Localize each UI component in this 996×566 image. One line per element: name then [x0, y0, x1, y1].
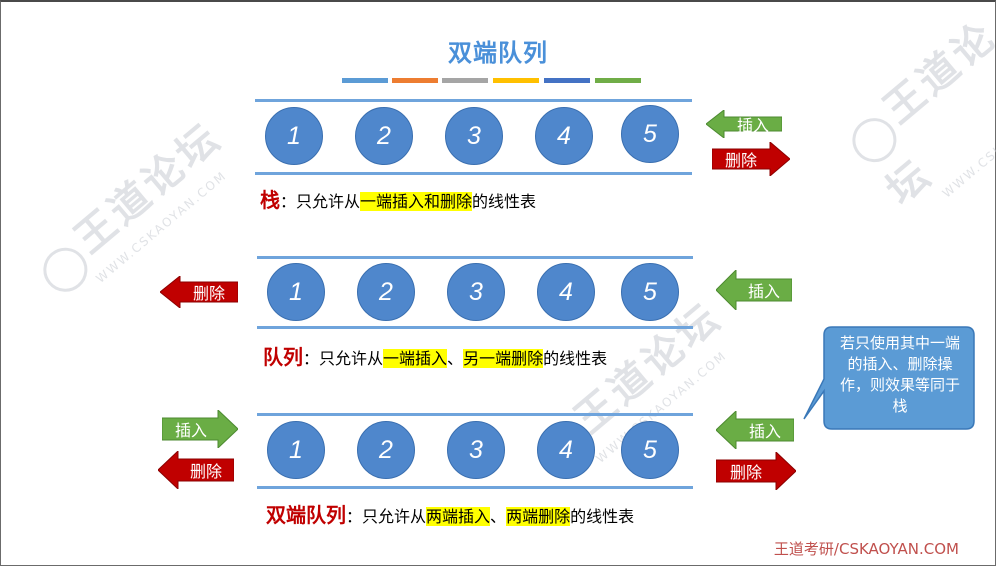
deque-left-delete-arrow: 删除	[158, 451, 234, 489]
queue-highlight-2: 另一端删除	[463, 349, 544, 368]
deque-highlight-2: 两端删除	[506, 507, 571, 526]
stack-element: 1	[265, 107, 323, 165]
deque-right-delete-arrow: 删除	[716, 452, 796, 490]
deque-right-delete-label: 删除	[729, 463, 762, 482]
queue-element: 2	[357, 263, 415, 321]
queue-colon: ：	[303, 349, 320, 368]
left-arrow-icon	[716, 411, 794, 449]
stack-term: 栈	[260, 188, 280, 212]
color-bar	[342, 78, 388, 83]
deque-description: 双端队列：只允许从两端插入、两端删除的线性表	[266, 499, 634, 528]
stack-description: 栈：只允许从一端插入和删除的线性表	[260, 184, 536, 213]
queue-highlight-1: 一端插入	[383, 349, 448, 368]
stack-delete-arrow: 删除	[712, 142, 790, 176]
stack-highlight: 一端插入和删除	[360, 192, 473, 211]
color-bar	[392, 78, 438, 83]
stack-rail-top	[255, 99, 692, 102]
stack-rail-bottom	[255, 172, 692, 175]
deque-left-delete-label: 删除	[189, 462, 222, 481]
color-bar	[493, 78, 539, 83]
deque-text-pre: 只允许从	[362, 507, 427, 526]
queue-text-post: 的线性表	[543, 349, 608, 368]
left-arrow-icon	[716, 270, 792, 310]
deque-highlight-1: 两端插入	[426, 507, 491, 526]
queue-rail-top	[257, 256, 693, 259]
callout-bubble: 若只使用其中一端的插入、删除操作，则效果等同于栈	[800, 325, 976, 437]
color-bar	[595, 78, 641, 83]
right-arrow-icon	[712, 142, 790, 176]
queue-element: 1	[267, 263, 325, 321]
stack-element: 5	[621, 105, 679, 163]
queue-separator: 、	[447, 349, 464, 368]
deque-left-insert-label: 插入	[174, 421, 207, 440]
deque-rail-bottom	[257, 486, 693, 489]
queue-insert-label: 插入	[747, 282, 780, 301]
queue-element: 5	[621, 263, 679, 321]
deque-term: 双端队列	[266, 503, 346, 527]
queue-text-pre: 只允许从	[319, 349, 384, 368]
deque-right-insert-arrow: 插入	[716, 411, 794, 449]
left-arrow-icon	[706, 110, 782, 138]
footer-brand: 王道考研/CSKAOYAN.COM	[773, 540, 959, 558]
queue-rail-bottom	[257, 326, 693, 329]
stack-element: 4	[535, 107, 593, 165]
deque-rail-top	[257, 413, 693, 416]
stack-element: 3	[445, 107, 503, 165]
queue-insert-arrow: 插入	[716, 270, 792, 310]
speech-bubble-icon	[803, 326, 975, 430]
queue-element: 4	[537, 263, 595, 321]
deque-element: 1	[267, 421, 325, 479]
stack-insert-arrow: 插入	[706, 110, 782, 138]
stack-text-post: 的线性表	[472, 192, 537, 211]
deque-element: 3	[447, 421, 505, 479]
deque-right-insert-label: 插入	[748, 422, 781, 441]
stack-colon: ：	[280, 192, 297, 211]
queue-delete-arrow: 删除	[160, 276, 238, 308]
deque-left-insert-arrow: 插入	[162, 410, 238, 448]
deque-element: 4	[537, 421, 595, 479]
deque-colon: ：	[346, 507, 363, 526]
callout-text: 若只使用其中一端的插入、删除操作，则效果等同于栈	[839, 334, 960, 415]
color-bar	[544, 78, 590, 83]
right-arrow-icon	[162, 410, 238, 448]
page-title: 双端队列	[448, 39, 548, 67]
stack-text-pre: 只允许从	[296, 192, 361, 211]
right-arrow-icon	[716, 452, 796, 490]
left-arrow-icon	[158, 451, 234, 489]
deque-element: 5	[621, 421, 679, 479]
deque-element: 2	[357, 421, 415, 479]
left-arrow-icon	[160, 276, 238, 308]
deque-text-post: 的线性表	[570, 507, 635, 526]
queue-description: 队列：只允许从一端插入、另一端删除的线性表	[263, 341, 607, 370]
queue-delete-label: 删除	[192, 284, 225, 303]
queue-element: 3	[447, 263, 505, 321]
deque-separator: 、	[490, 507, 507, 526]
stack-delete-label: 删除	[724, 151, 757, 170]
color-bar	[442, 78, 488, 83]
stack-element: 2	[355, 107, 413, 165]
queue-term: 队列	[263, 345, 303, 369]
stack-insert-label: 插入	[736, 116, 769, 135]
